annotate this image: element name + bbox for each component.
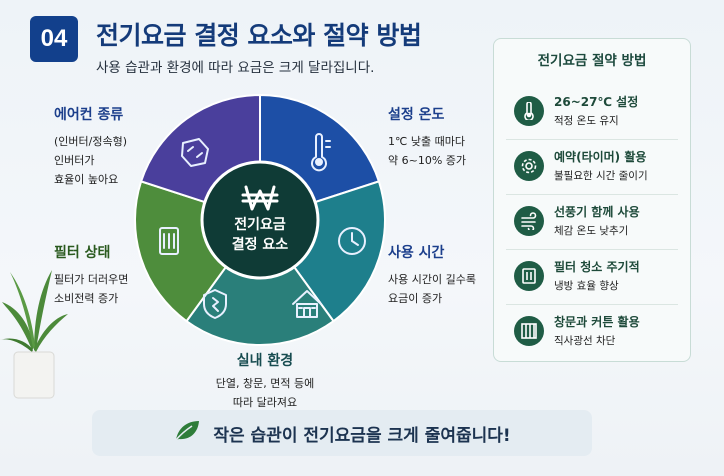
- segment-desc-env-2: 따라 달라져요: [232, 396, 298, 409]
- tip-desc: 체감 온도 낮추기: [554, 225, 629, 237]
- shield-icon: [203, 289, 227, 319]
- tip-item: 예약(타이머) 활용 불필요한 시간 줄이기: [506, 140, 678, 195]
- segment-desc-temp-2: 약 6~10% 증가: [388, 154, 467, 167]
- segment-desc-type-2: 인버터가: [54, 154, 95, 167]
- tip-title: 창문과 커튼 활용: [554, 315, 640, 329]
- section-number-badge: 04: [30, 16, 78, 62]
- segment-label-time: 사용 시간 사용 시간이 길수록 요금이 증가: [388, 242, 476, 308]
- segment-desc-env-1: 단열, 창문, 면적 등에: [215, 377, 315, 390]
- tip-item: 26~27℃ 설정 적정 온도 유지: [506, 85, 678, 140]
- summary-text: 작은 습관이 전기요금을 크게 줄여줍니다!: [213, 425, 511, 446]
- segment-desc-filter-2: 소비전력 증가: [54, 292, 119, 305]
- tip-desc: 직사광선 차단: [554, 335, 616, 347]
- segment-desc-type-1: (인버터/정속형): [54, 135, 128, 148]
- leaf-icon: [173, 419, 201, 447]
- gear-icon: [514, 151, 544, 181]
- savings-tips-panel: 전기요금 절약 방법 26~27℃ 설정 적정 온도 유지 예약(타이머) 활용…: [493, 38, 691, 362]
- tip-title: 예약(타이머) 활용: [554, 150, 647, 164]
- tip-title: 필터 청소 주기적: [554, 260, 640, 274]
- thermometer-icon: [311, 133, 331, 172]
- segment-desc-time-1: 사용 시간이 길수록: [388, 273, 476, 286]
- wheel-center: [200, 160, 320, 280]
- segment-label-filter: 필터 상태 필터가 더러우면 소비전력 증가: [54, 242, 128, 308]
- page-title: 전기요금 결정 요소와 절약 방법: [96, 21, 422, 50]
- house-icon: [292, 290, 322, 318]
- tip-item: 필터 청소 주기적 냉방 효율 향상: [506, 250, 678, 305]
- tip-item: 선풍기 함께 사용 체감 온도 낮추기: [506, 195, 678, 250]
- filter-icon: [514, 261, 544, 291]
- segment-title-env: 실내 환경: [236, 353, 294, 369]
- segment-title-filter: 필터 상태: [54, 245, 111, 261]
- tips-panel-title: 전기요금 절약 방법: [537, 53, 647, 69]
- wind-icon: [514, 206, 544, 236]
- clock-icon: [338, 227, 366, 255]
- summary-banner: 작은 습관이 전기요금을 크게 줄여줍니다!: [92, 410, 592, 456]
- tip-desc: 냉방 효율 향상: [554, 280, 619, 292]
- tip-title: 선풍기 함께 사용: [554, 205, 640, 219]
- segment-label-type: 에어컨 종류 (인버터/정속형) 인버터가 효율이 높아요: [54, 104, 127, 189]
- segment-label-temp: 설정 온도 1℃ 낮출 때마다 약 6~10% 증가: [388, 104, 466, 170]
- segment-desc-filter-1: 필터가 더러우면: [54, 273, 129, 286]
- wheel-center-line2: 결정 요소: [232, 236, 289, 253]
- filter-icon: [159, 227, 179, 255]
- wheel-center-line1: 전기요금: [234, 216, 286, 233]
- window-icon: [514, 316, 544, 346]
- plant-decoration: [0, 270, 68, 399]
- segment-title-type: 에어컨 종류: [54, 107, 124, 123]
- segment-title-time: 사용 시간: [388, 245, 445, 261]
- aircon-icon: [181, 138, 209, 167]
- segment-desc-temp-1: 1℃ 낮출 때마다: [388, 135, 465, 148]
- tip-desc: 적정 온도 유지: [554, 115, 619, 127]
- segment-desc-type-3: 효율이 높아요: [54, 173, 119, 186]
- tip-item: 창문과 커튼 활용 직사광선 차단: [506, 305, 678, 359]
- thermometer-icon: [514, 96, 544, 126]
- tip-desc: 불필요한 시간 줄이기: [554, 170, 648, 182]
- segment-desc-time-2: 요금이 증가: [388, 292, 443, 305]
- page-subtitle: 사용 습관과 환경에 따라 요금은 크게 달라집니다.: [96, 60, 375, 76]
- segment-label-env: 실내 환경 단열, 창문, 면적 등에 따라 달라져요: [200, 350, 330, 412]
- tip-title: 26~27℃ 설정: [554, 95, 639, 109]
- factor-wheel: 전기요금 결정 요소: [134, 93, 386, 346]
- segment-title-temp: 설정 온도: [388, 107, 445, 123]
- won-icon: [241, 185, 279, 211]
